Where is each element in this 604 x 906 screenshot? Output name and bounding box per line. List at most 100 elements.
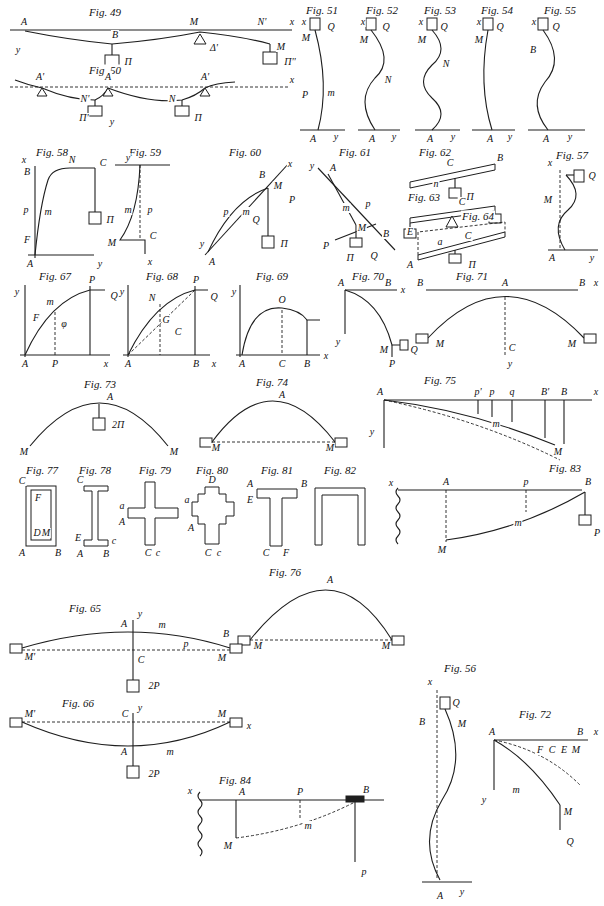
figure-number: Fig. 64 — [461, 211, 495, 222]
point-label: A — [238, 359, 246, 369]
point-label: y — [333, 132, 339, 142]
point-label: p — [147, 205, 154, 215]
figure-number: Fig. 77 — [25, 465, 59, 476]
figure-number: Fig. 62 — [418, 147, 452, 158]
point-label: x — [211, 359, 217, 369]
point-label: P — [593, 528, 601, 538]
point-label: M — [217, 709, 227, 719]
point-label: M — [211, 443, 221, 453]
point-label: M — [571, 745, 581, 755]
figure-56 — [422, 690, 472, 882]
point-label: y — [137, 703, 143, 713]
point-label: Δ' — [209, 43, 219, 53]
point-label: A — [208, 257, 216, 267]
point-label: C — [76, 475, 85, 485]
figure-number: Fig. 83 — [548, 463, 582, 474]
point-label: M — [169, 447, 179, 457]
point-label: q — [509, 387, 516, 397]
point-label: m — [157, 620, 166, 630]
point-label: M — [276, 42, 286, 52]
point-label: M — [417, 35, 427, 45]
point-label: y — [14, 287, 20, 297]
point-label: A — [120, 619, 128, 629]
point-label: A — [278, 390, 286, 400]
point-label: B — [576, 727, 584, 737]
point-label: Π — [105, 215, 114, 225]
point-label: c — [155, 548, 161, 558]
point-label: x — [593, 278, 599, 288]
figure-number: Fig. 52 — [365, 5, 399, 16]
point-label: E — [246, 495, 254, 505]
point-label: x — [246, 721, 252, 731]
figure-number: Fig. 54 — [480, 5, 514, 16]
point-label: y — [137, 609, 143, 619]
point-label: B — [496, 153, 504, 163]
point-label: M — [217, 653, 227, 663]
point-label: B — [192, 359, 200, 369]
point-label: C — [99, 158, 108, 168]
figure-number: Fig. 79 — [138, 465, 172, 476]
point-label: x — [187, 786, 193, 796]
point-label: C — [278, 359, 287, 369]
point-label: B — [418, 717, 426, 727]
point-label: B — [362, 785, 370, 795]
figure-number: Fig. 70 — [351, 271, 385, 282]
point-label: p — [365, 199, 372, 209]
point-label: Q — [326, 22, 335, 32]
point-label: 2P — [147, 769, 160, 779]
point-label: B — [23, 167, 31, 177]
point-label: c — [216, 548, 222, 558]
figures-73-74-75 — [30, 400, 592, 460]
figures-51-to-55 — [300, 18, 585, 130]
point-label: C — [464, 231, 473, 241]
point-label: A — [20, 17, 28, 27]
point-label: A' — [200, 72, 210, 82]
point-label: P — [192, 275, 200, 285]
point-label: 2P — [147, 681, 160, 691]
point-label: A — [406, 260, 414, 270]
point-label: A' — [35, 72, 45, 82]
figures-62-63-64 — [404, 164, 505, 263]
point-label: P — [88, 275, 96, 285]
figure-number: Fig. 73 — [83, 379, 117, 390]
point-label: a — [437, 237, 444, 247]
figure-number: Fig. 71 — [455, 271, 489, 282]
figure-number: Fig. 78 — [78, 465, 112, 476]
figure-83 — [396, 488, 591, 544]
point-label: N — [148, 293, 157, 303]
point-label: y — [199, 239, 205, 249]
point-label: B — [102, 549, 110, 559]
point-label: x — [427, 677, 433, 687]
point-label: Q — [551, 22, 560, 32]
point-label: Q — [451, 698, 460, 708]
point-label: y — [15, 45, 21, 55]
point-label: y — [309, 161, 315, 171]
point-label: p — [223, 207, 230, 217]
point-label: A — [124, 359, 132, 369]
point-label: y — [567, 132, 573, 142]
point-label: y — [589, 253, 595, 263]
point-label: m — [241, 207, 250, 217]
point-label: M' — [24, 652, 36, 662]
figure-number: Fig. 56 — [443, 663, 477, 674]
point-label: B — [529, 45, 537, 55]
point-label: y — [481, 795, 487, 805]
point-label: Q — [369, 251, 378, 261]
point-label: x — [103, 359, 109, 369]
point-label: Π'' — [283, 57, 297, 67]
point-label: C — [18, 476, 27, 486]
point-label: A — [436, 891, 444, 901]
point-label: m — [303, 821, 312, 831]
point-label: A — [309, 134, 317, 144]
cross-sections — [26, 482, 365, 546]
point-label: D — [207, 475, 216, 485]
point-label: N — [384, 75, 393, 85]
point-label: A — [26, 259, 34, 269]
point-label: Π — [279, 239, 288, 249]
figure-58 — [28, 166, 101, 258]
point-label: Q — [109, 291, 118, 301]
point-label: B — [111, 30, 119, 40]
point-label: m — [326, 88, 335, 98]
point-label: Q — [495, 22, 504, 32]
point-label: A — [118, 517, 126, 527]
